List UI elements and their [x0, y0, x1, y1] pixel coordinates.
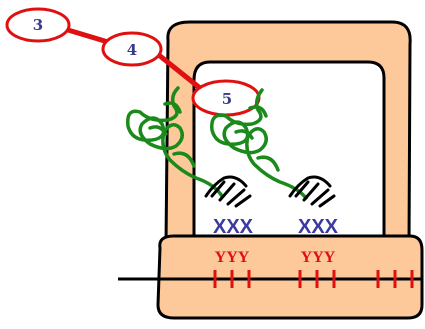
anticodon-arm-left [206, 177, 250, 206]
codon-right: YYY [301, 249, 336, 266]
site-3-label: 3 [33, 16, 43, 34]
ribosome-small-subunit [158, 236, 422, 318]
ribosome-large-subunit [166, 22, 410, 245]
codon-left: YYY [215, 249, 250, 266]
anticodon-right: XXX [298, 216, 339, 238]
site-4-label: 4 [127, 41, 137, 59]
anticodon-left: XXX [213, 216, 254, 238]
site-5-label: 5 [222, 90, 232, 108]
